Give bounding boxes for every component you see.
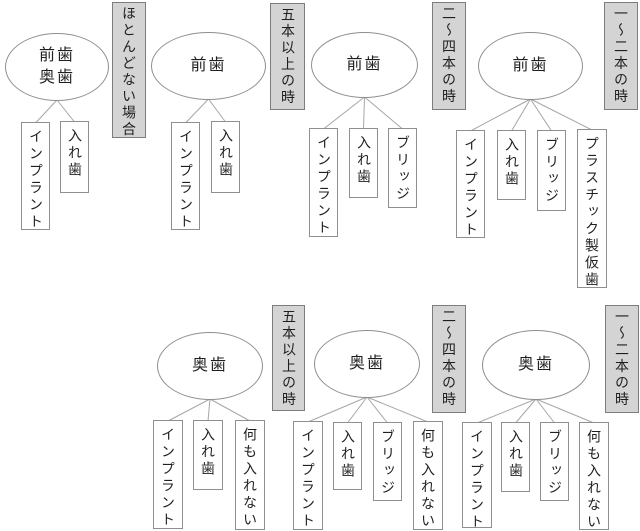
treatment-option-node: インプラント [171, 122, 200, 230]
tooth-category-node: 前歯奥歯 [5, 33, 109, 101]
connector-line [209, 398, 251, 422]
condition-label: 五本以上の時 [270, 3, 305, 110]
treatment-option-node: 入れ歯 [193, 420, 223, 490]
treatment-option-node: 何も入れない [413, 421, 443, 530]
connector-line [470, 98, 531, 132]
connector-line [530, 98, 593, 131]
treatment-option-node: ブリッジ [537, 130, 566, 211]
treatment-option-node: インプラント [153, 420, 183, 529]
connector-line [208, 98, 226, 123]
tooth-category-label: 奥歯 [348, 354, 385, 372]
treatment-option-node: 入れ歯 [349, 128, 378, 198]
treatment-option-node: インプラント [293, 421, 323, 530]
connector-line [35, 99, 58, 124]
connector-line [535, 398, 555, 424]
tooth-category-node: 前歯 [311, 32, 418, 98]
treatment-option-node: ブリッジ [388, 128, 417, 208]
treatment-option-node: 入れ歯 [211, 121, 240, 193]
tooth-category-label: 前歯 [346, 55, 383, 73]
connector-line [347, 396, 368, 424]
condition-label: 二～四本の時 [432, 305, 466, 413]
connector-line [364, 96, 403, 130]
treatment-option-node: インプラント [21, 122, 50, 230]
connector-line [366, 396, 429, 423]
connector-line [530, 98, 552, 132]
treatment-option-node: 入れ歯 [501, 422, 530, 492]
tooth-category-node: 奥歯 [314, 330, 420, 398]
condition-label: ほとんどない場合 [112, 2, 146, 138]
tooth-category-node: 前歯 [151, 32, 266, 100]
treatment-option-node: 入れ歯 [333, 422, 362, 490]
tooth-category-label: 奥歯 [191, 356, 228, 374]
connector-line [535, 398, 595, 424]
connector-line [476, 398, 537, 424]
connector-line [323, 96, 365, 130]
treatment-option-node: インプラント [462, 422, 492, 528]
condition-label: 二～四本の時 [432, 2, 466, 110]
treatment-option-node: プラスチック製仮歯 [577, 129, 607, 288]
tooth-category-label: 前歯 [190, 56, 227, 74]
connector-line [515, 398, 537, 424]
treatment-option-node: 何も入れない [235, 420, 265, 530]
connector-line [207, 398, 211, 422]
condition-label: 五本以上の時 [272, 305, 305, 411]
tooth-category-node: 奥歯 [157, 332, 263, 400]
treatment-option-node: 入れ歯 [60, 121, 89, 193]
condition-label: 一～二本の時 [605, 305, 639, 413]
treatment-option-node: 入れ歯 [497, 130, 526, 200]
connector-line [511, 98, 531, 132]
connector-line [56, 99, 75, 123]
condition-label: 一～二本の時 [604, 2, 638, 110]
tooth-category-node: 奥歯 [482, 330, 590, 400]
connector-line [366, 396, 388, 424]
connector-line [185, 98, 209, 124]
treatment-option-node: インプラント [456, 130, 485, 238]
connector-line [363, 96, 365, 130]
tooth-category-node: 前歯 [478, 32, 583, 100]
treatment-option-node: ブリッジ [373, 422, 402, 501]
treatment-option-node: 何も入れない [579, 422, 609, 530]
treatment-option-node: インプラント [309, 128, 338, 237]
treatment-option-node: ブリッジ [540, 422, 569, 501]
tooth-category-label: 前歯 [512, 56, 549, 74]
tooth-category-label: 奥歯 [517, 355, 554, 373]
connector-line [167, 398, 211, 422]
tooth-category-label: 奥歯 [38, 69, 75, 86]
tooth-category-label: 前歯 [38, 46, 75, 64]
connector-line [307, 396, 368, 423]
